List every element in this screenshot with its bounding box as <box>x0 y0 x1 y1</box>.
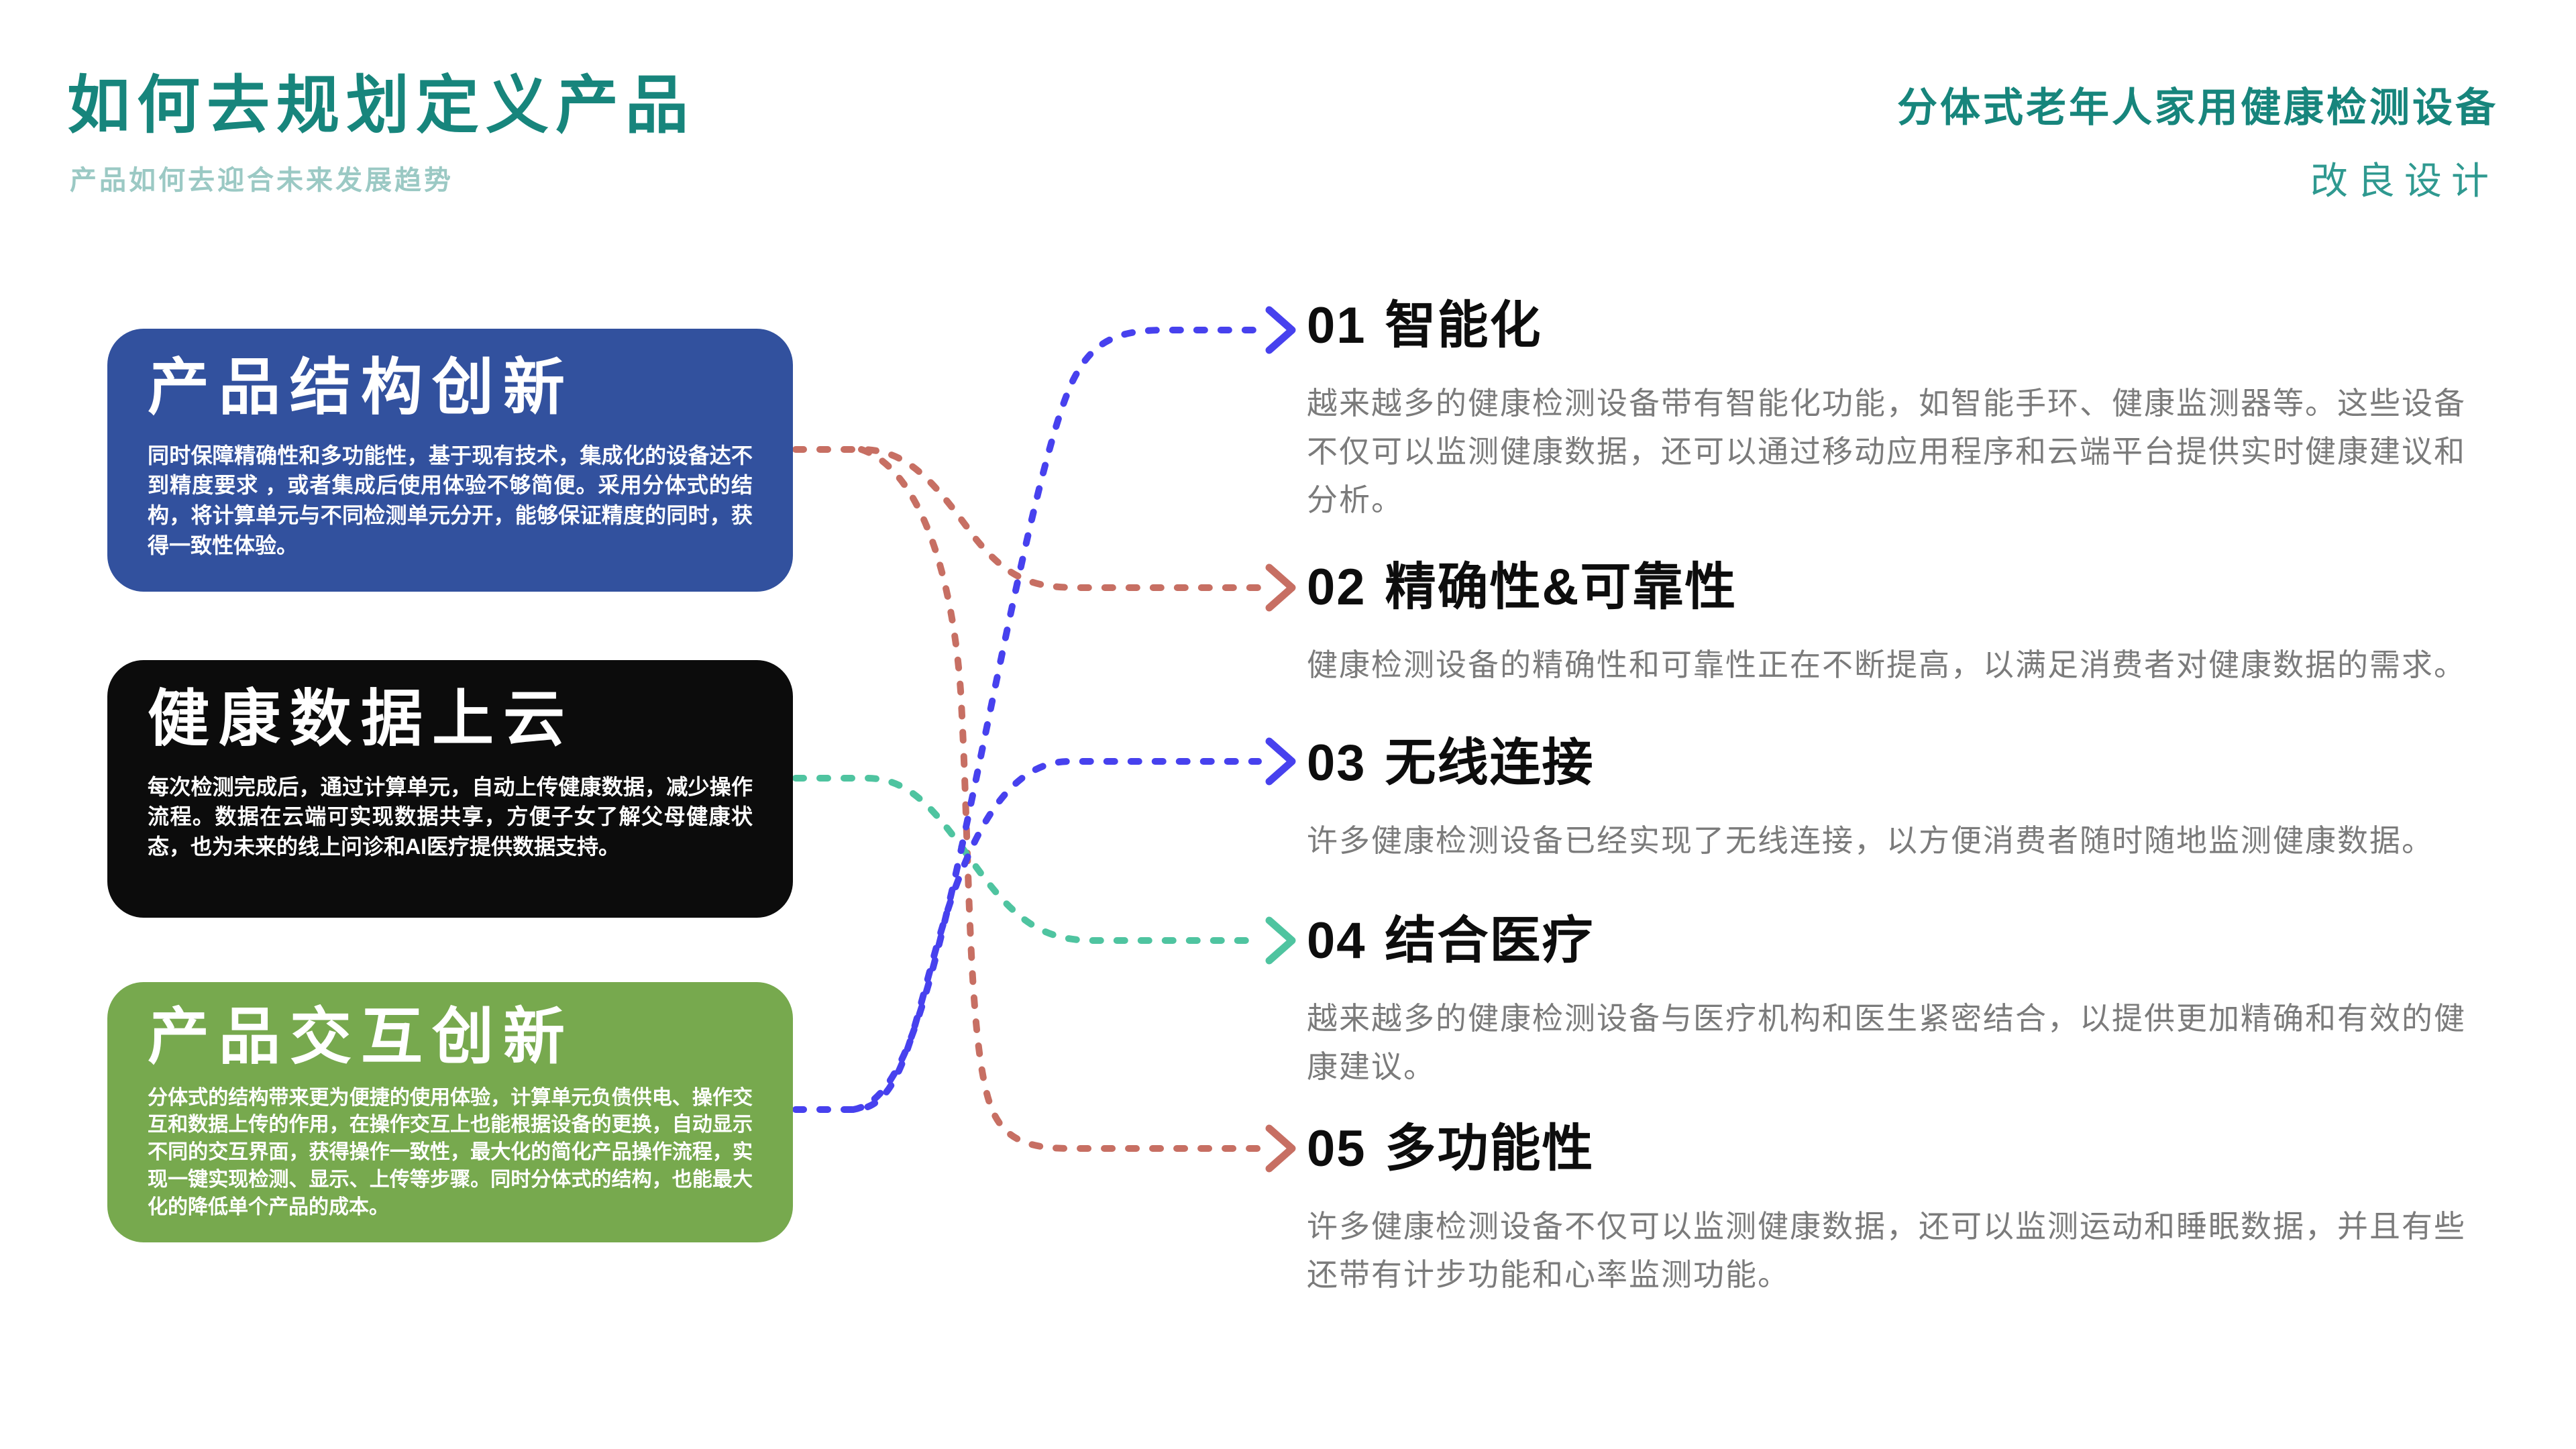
connector-structure-to-02 <box>792 446 1262 591</box>
trend-body: 许多健康检测设备不仅可以监测健康数据，还可以监测运动和睡眠数据，并且有些还带有计… <box>1307 1209 2466 1292</box>
trend-number: 02 <box>1307 559 1366 616</box>
trend-item-03: 03 无线连接 许多健康检测设备已经实现了无线连接，以方便消费者随时随地监测健康数… <box>1307 738 2498 865</box>
trend-body: 越来越多的健康检测设备与医疗机构和医生紧密结合，以提供更加精确和有效的健康建议。 <box>1307 1001 2466 1084</box>
page-subtitle: 产品如何去迎合未来发展趋势 <box>70 166 453 195</box>
project-title-block: 分体式老年人家用健康检测设备 改良设计 <box>1897 75 2498 205</box>
trend-item-02: 02 精确性&可靠性 健康检测设备的精确性和可靠性正在不断提高，以满足消费者对健康… <box>1307 562 2498 690</box>
trend-number: 01 <box>1307 297 1366 354</box>
trend-number: 05 <box>1307 1120 1366 1177</box>
trend-title: 精确性&可靠性 <box>1385 559 1737 616</box>
card-body: 分体式的结构带来更为便捷的使用体验，计算单元负债供电、操作交互和数据上传的作用，… <box>148 1086 753 1218</box>
arrowhead-02-icon <box>1265 564 1296 612</box>
trend-title: 无线连接 <box>1385 735 1595 792</box>
project-title: 分体式老年人家用健康检测设备 <box>1897 85 2498 130</box>
page-title: 如何去规划定义产品 <box>67 70 696 140</box>
connector-cloud-to-04 <box>792 775 1262 944</box>
trend-body: 越来越多的健康检测设备带有智能化功能，如智能手环、健康监测器等。这些设备不仅可以… <box>1307 386 2466 517</box>
trend-title: 结合医疗 <box>1385 912 1595 969</box>
arrowhead-04-icon <box>1265 916 1296 965</box>
card-title: 健康数据上云 <box>148 685 575 753</box>
arrowhead-01-icon <box>1265 306 1296 354</box>
trend-number: 03 <box>1307 735 1366 792</box>
card-product-structure: 产品结构创新 同时保障精确性和多功能性，基于现有技术，集成化的设备达不到精度要求… <box>107 329 793 592</box>
trend-heading: 02 精确性&可靠性 <box>1307 562 2498 613</box>
card-body: 同时保障精确性和多功能性，基于现有技术，集成化的设备达不到精度要求 ，或者集成后… <box>148 443 753 557</box>
project-subtitle: 改良设计 <box>2310 160 2498 202</box>
card-body: 每次检测完成后，通过计算单元，自动上传健康数据，减少操作流程。数据在云端可实现数… <box>148 774 753 859</box>
trend-body: 许多健康检测设备已经实现了无线连接，以方便消费者随时随地监测健康数据。 <box>1307 823 2434 858</box>
trend-heading: 03 无线连接 <box>1307 738 2498 789</box>
card-title: 产品交互创新 <box>148 1003 575 1071</box>
trend-number: 04 <box>1307 912 1366 969</box>
connector-interaction-to-01 <box>850 327 1262 1113</box>
connector-interaction-to-03 <box>792 758 1262 1113</box>
arrowhead-05-icon <box>1265 1124 1296 1173</box>
trend-title: 多功能性 <box>1385 1120 1595 1177</box>
card-product-interaction: 产品交互创新 分体式的结构带来更为便捷的使用体验，计算单元负债供电、操作交互和数… <box>107 982 793 1242</box>
card-health-data-cloud: 健康数据上云 每次检测完成后，通过计算单元，自动上传健康数据，减少操作流程。数据… <box>107 660 793 918</box>
arrowhead-03-icon <box>1265 737 1296 786</box>
card-title: 产品结构创新 <box>148 354 575 422</box>
trend-title: 智能化 <box>1385 297 1542 354</box>
trend-body: 健康检测设备的精确性和可靠性正在不断提高，以满足消费者对健康数据的需求。 <box>1307 647 2466 682</box>
